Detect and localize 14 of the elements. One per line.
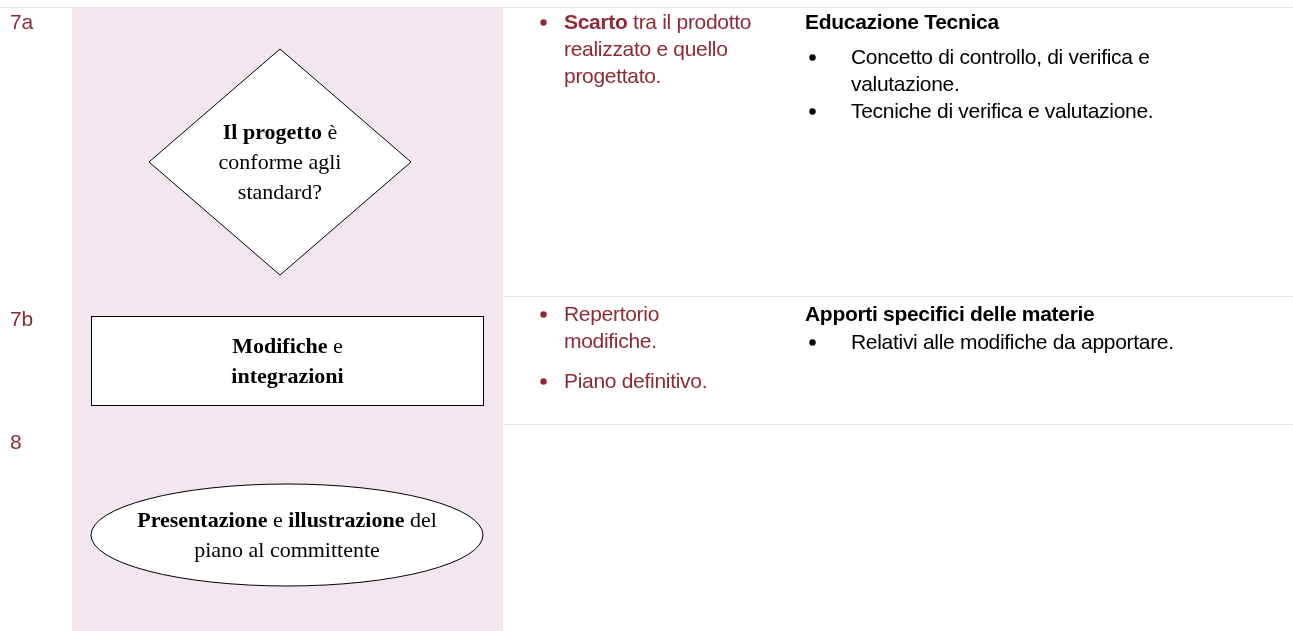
bullet-item: Scarto tra il prodotto realizzato e quello progettato. xyxy=(564,9,753,89)
step-number: 7b xyxy=(10,306,33,332)
bullet-item: Piano definitivo. xyxy=(564,368,708,394)
terminal-ellipse: Presentazione e illustrazione del piano al committente xyxy=(90,483,484,587)
step-number: 8 xyxy=(10,429,22,455)
bullet-item: Concetto di controllo, di verifica e valutazione. xyxy=(851,44,1151,97)
process-box: Modifiche e integrazioni xyxy=(91,316,484,406)
subject-heading: Apporti specifici delle materie xyxy=(805,301,1095,327)
bullet-item: Relativi alle modifiche da apportare. xyxy=(851,329,1174,355)
subject-heading: Educazione Tecnica xyxy=(805,9,999,35)
bullet-item: Repertorio modifiche. xyxy=(564,301,661,354)
step-number: 7a xyxy=(10,9,33,35)
decision-diamond: Il progetto è conforme agli standard? xyxy=(148,48,412,276)
bullet-item: Tecniche di verifica e valutazione. xyxy=(851,98,1154,124)
